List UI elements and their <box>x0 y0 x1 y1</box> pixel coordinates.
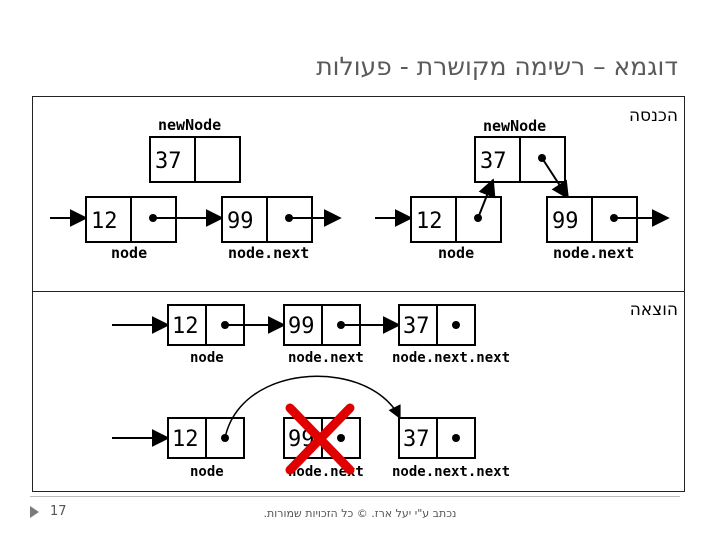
node-12-before: 12 <box>85 196 177 243</box>
slide-title: דוגמא – רשימה מקושרת - פעולות <box>316 52 678 81</box>
node-99-after: 99 <box>546 196 638 243</box>
node-value-after: 12 <box>416 209 443 234</box>
new-node-value-after: 37 <box>480 149 507 174</box>
arrow-icon <box>477 178 496 219</box>
node-label-before: node <box>111 244 147 262</box>
bypass-arrow-icon <box>224 375 401 439</box>
page-number: 17 <box>50 504 67 519</box>
node-label-after: node <box>438 244 474 262</box>
remove-node-37: 37 <box>398 304 476 346</box>
node-99-before: 99 <box>221 196 313 243</box>
new-node-before: 37 <box>149 136 241 183</box>
remove-node-37-after: 37 <box>398 417 476 459</box>
remove-value-1: 99 <box>288 314 315 339</box>
insert-label: הכנסה <box>628 106 678 126</box>
remove-label-0-after: node <box>190 464 224 480</box>
remove-label: הוצאה <box>629 300 678 320</box>
arrow-icon <box>541 157 569 200</box>
remove-value-0: 12 <box>172 314 199 339</box>
remove-label-2-after: node.next.next <box>392 464 510 480</box>
delete-x-icon <box>285 403 355 475</box>
new-node-value-before: 37 <box>155 149 182 174</box>
remove-label-1: node.next <box>288 350 364 366</box>
next-value-before: 99 <box>227 209 254 234</box>
new-node-label-after: newNode <box>483 117 546 135</box>
footer-copyright: נכתב ע"י יעל ארז. © כל הזכויות שמורות. <box>263 507 457 520</box>
remove-node-12: 12 <box>167 304 245 346</box>
next-label-after: node.next <box>553 244 634 262</box>
next-value-after: 99 <box>552 209 579 234</box>
remove-value-2-after: 37 <box>403 427 430 452</box>
node-12-after: 12 <box>410 196 502 243</box>
node-value-before: 12 <box>91 209 118 234</box>
remove-value-2: 37 <box>403 314 430 339</box>
new-node-after: 37 <box>474 136 566 183</box>
remove-value-0-after: 12 <box>172 427 199 452</box>
new-node-label-before: newNode <box>158 116 221 134</box>
insert-panel <box>32 96 685 293</box>
remove-label-0: node <box>190 350 224 366</box>
remove-label-2: node.next.next <box>392 350 510 366</box>
slide-marker-icon <box>30 506 39 518</box>
remove-node-12-after: 12 <box>167 417 245 459</box>
next-label-before: node.next <box>228 244 309 262</box>
footer-divider <box>30 496 680 497</box>
